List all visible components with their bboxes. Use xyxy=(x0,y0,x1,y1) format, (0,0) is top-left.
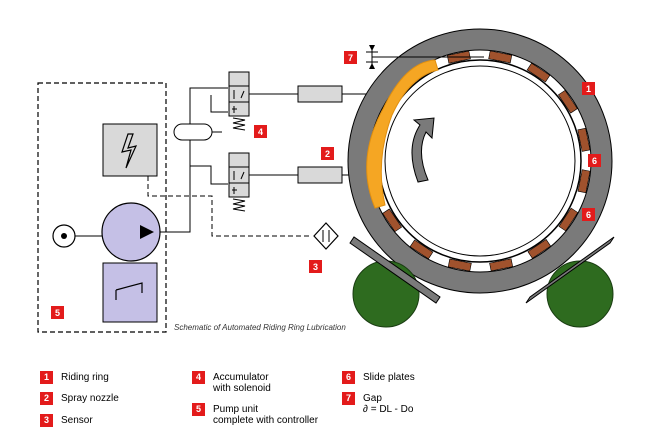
legend-label: Slide plates xyxy=(363,372,415,383)
supply-line xyxy=(160,87,228,233)
level-switch-symbol xyxy=(115,282,143,300)
supply-line-lower xyxy=(190,165,228,185)
support-roller-right xyxy=(546,260,614,328)
legend-number: 7 xyxy=(342,392,355,405)
reservoir xyxy=(102,262,158,323)
legend-label-sub: with solenoid xyxy=(213,383,271,394)
lubricant-film xyxy=(366,59,439,209)
legend-number: 4 xyxy=(192,371,205,384)
slide-plate xyxy=(447,258,472,272)
roller-shoe-right xyxy=(525,236,615,304)
slide-plate xyxy=(488,50,513,64)
rotation-arrow xyxy=(411,117,435,183)
solenoid-valve-lower xyxy=(228,152,298,212)
svg-text:4: 4 xyxy=(258,127,263,137)
legend-number: 5 xyxy=(192,403,205,416)
svg-text:1: 1 xyxy=(586,84,591,94)
roller-shoe-left xyxy=(349,236,441,304)
accumulator-vessel xyxy=(173,123,213,141)
sensor-signal-line xyxy=(147,176,310,237)
legend-item-5: 5 Pump unit complete with controller xyxy=(192,403,318,426)
solenoid-valve-upper xyxy=(228,71,298,131)
svg-text:6: 6 xyxy=(586,210,591,220)
callout-4: 4 xyxy=(254,125,267,138)
legend-item-2: 2 Spray nozzle xyxy=(40,392,119,405)
svg-text:2: 2 xyxy=(325,149,330,159)
legend-item-6: 6 Slide plates xyxy=(342,371,415,384)
legend-label: Spray nozzle xyxy=(61,393,119,404)
spray-nozzle-lower xyxy=(297,166,343,184)
svg-text:5: 5 xyxy=(55,308,60,318)
legend-label-sub: complete with controller xyxy=(213,415,319,426)
legend-item-4: 4 Accumulator with solenoid xyxy=(192,371,271,394)
legend-label: Sensor xyxy=(61,415,93,426)
slide-plate xyxy=(527,238,552,259)
svg-text:6: 6 xyxy=(592,156,597,166)
legend-number: 2 xyxy=(40,392,53,405)
sensor-symbol xyxy=(313,222,339,250)
callout-5: 5 xyxy=(51,306,64,319)
callout-3: 3 xyxy=(309,260,322,273)
spray-nozzle-upper xyxy=(297,85,343,103)
legend-number: 3 xyxy=(40,414,53,427)
slide-plate xyxy=(526,62,551,83)
slide-plate xyxy=(489,258,514,272)
legend-label-sub: ∂ = DL - Do xyxy=(363,404,414,415)
svg-text:3: 3 xyxy=(313,262,318,272)
legend-label: Riding ring xyxy=(61,372,109,383)
slide-plate xyxy=(409,239,434,260)
diagram-caption: Schematic of Automated Riding Ring Lubri… xyxy=(174,323,346,332)
legend-number: 1 xyxy=(40,371,53,384)
pump-direction-arrow xyxy=(140,225,154,239)
lightning-icon xyxy=(121,133,138,169)
svg-text:7: 7 xyxy=(348,53,353,63)
callout-6a: 6 xyxy=(588,154,601,167)
legend-label: Pump unit xyxy=(213,404,259,415)
legend-item-3: 3 Sensor xyxy=(40,414,93,427)
legend-label: Gap xyxy=(363,393,382,404)
legend-label: Accumulator xyxy=(213,372,269,383)
slide-plate xyxy=(577,127,591,152)
pump-unit-boundary xyxy=(37,82,167,333)
callout-6b: 6 xyxy=(582,208,595,221)
slide-plate xyxy=(382,208,403,233)
callout-2: 2 xyxy=(321,147,334,160)
slide-plate xyxy=(557,89,578,114)
callout-1: 1 xyxy=(582,82,595,95)
callout-7: 7 xyxy=(344,51,357,64)
legend-item-1: 1 Riding ring xyxy=(40,371,109,384)
support-roller-left xyxy=(352,260,420,328)
slide-plate xyxy=(558,207,579,232)
legend-number: 6 xyxy=(342,371,355,384)
legend-item-7: 7 Gap ∂ = DL - Do xyxy=(342,392,413,415)
slide-plate xyxy=(577,169,591,194)
